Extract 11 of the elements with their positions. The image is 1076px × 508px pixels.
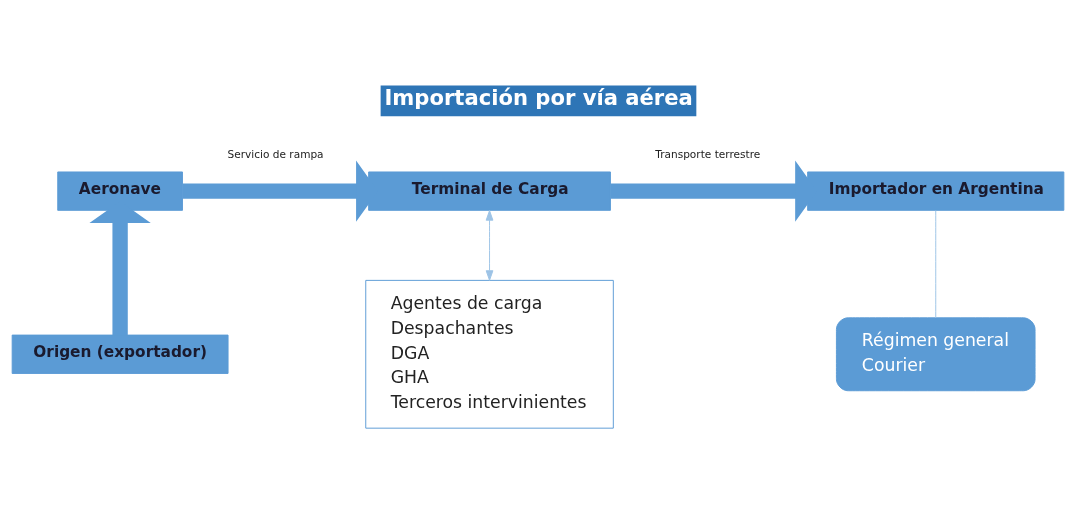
arrow (485, 210, 494, 281)
node-box: Agentes de carga Despachantes DGA GHA Terceros intervinientes (365, 279, 614, 429)
node-box: Aeronave (57, 171, 183, 211)
connector (935, 210, 937, 319)
node-box: Terminal de Carga (368, 171, 611, 211)
node-box: Origen (exportador) (11, 334, 229, 374)
edge-label: Servicio de rampa (227, 148, 324, 161)
edge-label: Transporte terrestre (655, 148, 761, 161)
node-box: Régimen general Courier (835, 317, 1036, 392)
diagram-title: Importación por vía aérea (384, 85, 693, 111)
node-box: Importador en Argentina (807, 171, 1065, 211)
